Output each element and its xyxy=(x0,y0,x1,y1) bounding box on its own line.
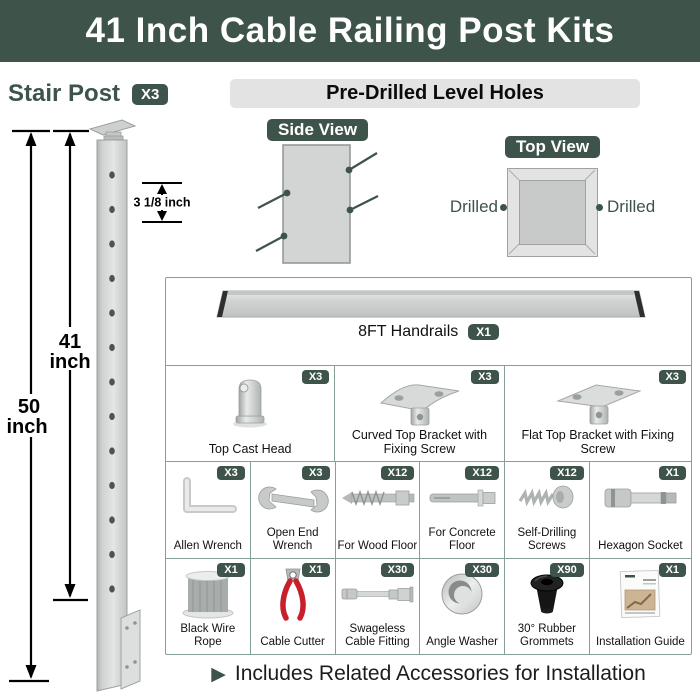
handrail-row: 8FT Handrails X1 xyxy=(166,278,691,365)
qty-badge: X1 xyxy=(302,562,330,577)
kit-item-black-wire-rope: X1 Black Wire Rope xyxy=(166,559,250,654)
kit-item-flat-top-bracket: X3 Flat Top Bracket with Fixing Screw xyxy=(503,366,691,462)
kit-item-concrete-anchor: X12 For Concrete Floor xyxy=(419,462,504,558)
side-view-illustration xyxy=(255,144,379,264)
qty-badge: X1 xyxy=(217,562,245,577)
item-label: For Wood Floor xyxy=(337,539,418,552)
item-label: Swageless Cable Fitting xyxy=(345,623,410,649)
qty-badge: X1 xyxy=(658,562,687,577)
qty-badge: X12 xyxy=(550,466,584,481)
chamfer-lines xyxy=(508,169,596,255)
post-height-value: 41 xyxy=(59,331,81,353)
post-cross-section xyxy=(519,180,586,245)
play-icon: ▶ xyxy=(211,664,226,685)
curved-top-bracket-icon xyxy=(380,384,460,426)
drill-dot xyxy=(500,204,507,211)
kit-row: X1 Black Wire Rope X1 Cable Cutter X30 xyxy=(166,557,691,654)
kit-item-installation-guide: X1 Installation Guide xyxy=(588,558,691,654)
item-label: Installation Guide xyxy=(595,636,685,649)
top-cast-head-icon xyxy=(233,379,268,428)
item-label: Open End Wrench xyxy=(266,526,319,552)
stair-post-heading: Stair Post X3 xyxy=(8,80,169,108)
concrete-anchor-icon xyxy=(429,489,496,507)
kit-item-rubber-grommets: X90 30° Rubber Grommets xyxy=(504,558,589,654)
item-label: Top Cast Head xyxy=(208,442,292,457)
base-mount-plate xyxy=(120,609,141,690)
overall-height-unit: inch xyxy=(6,416,47,438)
qty-badge: X1 xyxy=(658,466,687,481)
qty-badge: X12 xyxy=(380,466,415,481)
kit-item-cable-cutter: X1 Cable Cutter xyxy=(249,558,335,654)
item-label: Hexagon Socket xyxy=(598,539,683,552)
item-label: Angle Washer xyxy=(426,636,499,649)
qty-badge: X3 xyxy=(302,466,330,481)
wood-screw-icon xyxy=(342,489,415,507)
kit-item-wood-floor-screw: X12 For Wood Floor xyxy=(334,462,420,558)
dim-50-inch xyxy=(9,129,50,683)
drilled-label-right: Drilled xyxy=(607,197,656,216)
installation-guide-icon xyxy=(620,570,661,619)
includes-note: ▶ Includes Related Accessories for Instal… xyxy=(165,662,692,686)
swageless-fitting-icon xyxy=(341,587,414,603)
drilled-label-left: Drilled xyxy=(449,197,498,216)
kit-item-self-drilling-screws: X12 Self-Drilling Screws xyxy=(504,462,589,558)
item-label: Cable Cutter xyxy=(260,636,325,649)
drill-dot xyxy=(596,204,603,211)
dim-41-inch xyxy=(53,129,89,602)
kit-row: X3 Top Cast Head X3 Curved Top Bra xyxy=(166,365,691,462)
qty-badge: X3 xyxy=(658,370,686,384)
open-end-wrench-icon xyxy=(257,486,329,513)
qty-badge: X3 xyxy=(217,466,245,481)
kit-row: X3 Allen Wrench X3 Open End Wrench X12 xyxy=(166,461,691,558)
page-title: 41 Inch Cable Railing Post Kits xyxy=(0,0,700,62)
top-view-illustration xyxy=(507,168,598,257)
hexagon-socket-icon xyxy=(604,488,677,508)
post-height-unit: inch xyxy=(49,351,90,373)
item-label: 30° Rubber Grommets xyxy=(517,623,577,649)
kit-item-curved-top-bracket: X3 Curved Top Bracket with Fixing Screw xyxy=(334,366,503,462)
angle-washer-icon xyxy=(441,573,483,615)
item-label: Flat Top Bracket with Fixing Screw xyxy=(521,428,675,457)
rubber-grommet-icon xyxy=(530,574,564,614)
top-cap-icon xyxy=(88,119,137,142)
cable-cutter-icon xyxy=(279,568,306,622)
item-label: Self-Drilling Screws xyxy=(517,526,577,552)
kit-item-hexagon-socket: X1 Hexagon Socket xyxy=(588,462,691,558)
item-label: Curved Top Bracket with Fixing Screw xyxy=(351,428,488,457)
flat-top-bracket-icon xyxy=(555,384,642,425)
kit-item-open-end-wrench: X3 Open End Wrench xyxy=(249,462,335,558)
kit-item-swageless-cable-fitting: X30 Swageless Cable Fitting xyxy=(334,558,420,654)
handrail-qty-badge: X1 xyxy=(468,324,499,340)
side-view-tag: Side View xyxy=(267,119,369,141)
qty-badge: X3 xyxy=(471,370,499,384)
item-label: Black Wire Rope xyxy=(180,623,236,649)
qty-badge: X30 xyxy=(465,562,499,577)
allen-wrench-icon xyxy=(182,476,237,513)
qty-badge: X30 xyxy=(380,562,415,577)
kit-item-allen-wrench: X3 Allen Wrench xyxy=(166,462,250,557)
kit-item-angle-washer: X30 Angle Washer xyxy=(419,558,504,654)
top-view-tag: Top View xyxy=(505,136,601,158)
handrail-label: 8FT Handrails xyxy=(358,323,459,340)
kit-item-top-cast-head: X3 Top Cast Head xyxy=(166,366,334,461)
includes-note-text: Includes Related Accessories for Install… xyxy=(234,662,646,685)
self-drilling-screw-icon xyxy=(518,485,574,509)
stair-post-qty-badge: X3 xyxy=(132,84,169,105)
hole-spacing-label: 3 1/8 inch xyxy=(134,196,191,210)
qty-badge: X90 xyxy=(550,562,584,577)
stair-post-diagram: 50 inch 41 inch 3 1/8 inch xyxy=(6,119,191,692)
handrail-icon xyxy=(215,290,646,318)
overall-height-value: 50 xyxy=(18,396,40,418)
stair-post-label: Stair Post xyxy=(8,80,121,107)
qty-badge: X12 xyxy=(465,466,499,481)
qty-badge: X3 xyxy=(301,370,330,384)
item-label: For Concrete Floor xyxy=(428,526,496,552)
predrilled-header: Pre-Drilled Level Holes xyxy=(230,79,640,108)
item-label: Allen Wrench xyxy=(173,539,242,552)
post-holes xyxy=(109,171,115,593)
